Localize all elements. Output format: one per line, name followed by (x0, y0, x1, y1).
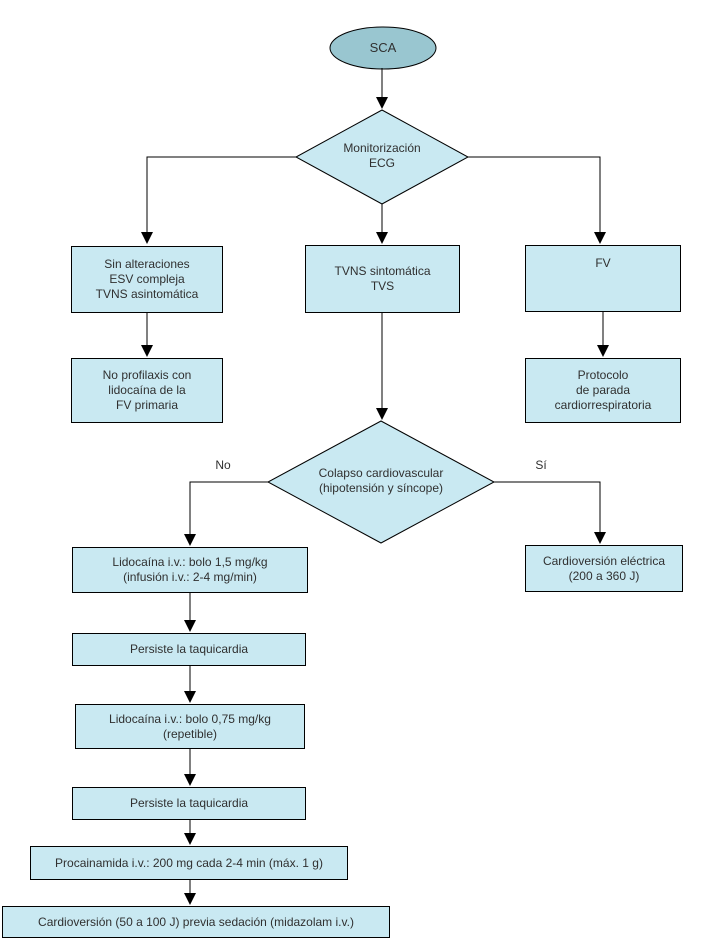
node-persiste-taquicardia-2: Persiste la taquicardia (72, 787, 306, 820)
start-ellipse (329, 26, 437, 70)
edge-colapso-si-to-cardioversion (494, 481, 606, 544)
edge-label-si: Sí (535, 458, 547, 472)
node-procainamida: Procainamida i.v.: 200 mg cada 2-4 min (… (30, 846, 348, 880)
decision-colapso-diamond (266, 420, 496, 544)
node-cardioversion-electrica: Cardioversión eléctrica (200 a 360 J) (525, 545, 683, 592)
edge-monitor-to-fv (468, 156, 606, 244)
node-lidocaina-0-75: Lidocaína i.v.: bolo 0,75 mg/kg (repetib… (75, 704, 305, 749)
node-fv: FV (525, 245, 681, 312)
node-no-profilaxis: No profilaxis con lidocaína de la FV pri… (71, 358, 223, 423)
node-tvns-sintomatica: TVNS sintomática TVS (305, 245, 460, 313)
node-persiste-taquicardia-1: Persiste la taquicardia (72, 633, 306, 666)
node-lidocaina-1-5: Lidocaína i.v.: bolo 1,5 mg/kg (infusión… (72, 547, 308, 593)
node-protocolo-parada: Protocolo de parada cardiorrespiratoria (525, 358, 681, 423)
node-sin-alteraciones: Sin alteraciones ESV compleja TVNS asint… (71, 246, 223, 313)
decision-monitor-diamond (294, 109, 470, 205)
node-cardioversion-final: Cardioversión (50 a 100 J) previa sedaci… (2, 906, 390, 938)
edge-label-no: No (215, 458, 231, 472)
edge-monitor-to-sin-alteraciones (141, 156, 296, 244)
edge-colapso-no-to-lidocaina (184, 481, 268, 546)
